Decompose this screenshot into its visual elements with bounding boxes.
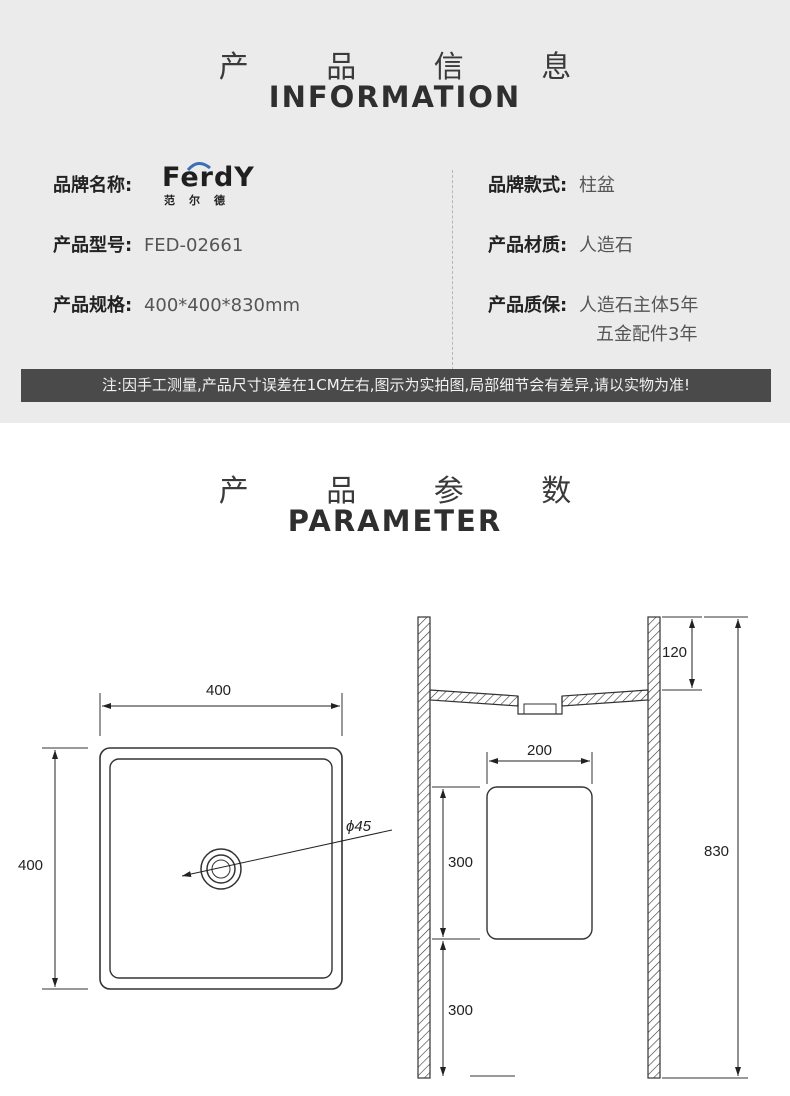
spec-row: 产品规格: 400*400*830mm bbox=[53, 291, 300, 317]
warranty-row-2: 五金配件3年 bbox=[596, 320, 697, 346]
top-view-drawing bbox=[42, 693, 393, 990]
drain-diameter-label: ϕ45 bbox=[346, 818, 372, 835]
warranty-row: 产品质保: 人造石主体5年 bbox=[488, 291, 698, 317]
brand-label: 品牌名称: bbox=[53, 175, 133, 196]
brand-row: 品牌名称: bbox=[53, 171, 132, 197]
parameter-title-cn: 产 品 参 数 bbox=[218, 474, 606, 509]
material-label: 产品材质: bbox=[488, 235, 568, 256]
information-title-cn: 产 品 信 息 bbox=[218, 50, 606, 85]
style-label: 品牌款式: bbox=[488, 175, 568, 196]
model-value: FED-02661 bbox=[143, 235, 244, 256]
style-value: 柱盆 bbox=[578, 175, 615, 196]
logo-arc-icon bbox=[186, 162, 211, 172]
spec-value: 400*400*830mm bbox=[143, 295, 301, 316]
notice-banner: 注:因手工测量,产品尺寸误差在1CM左右,图示为实拍图,局部细节会有差异,请以实… bbox=[21, 369, 771, 402]
material-value: 人造石 bbox=[578, 235, 633, 256]
model-row: 产品型号: FED-02661 bbox=[53, 231, 243, 257]
spec-label: 产品规格: bbox=[53, 295, 133, 316]
parameter-title-en: PARAMETER bbox=[287, 504, 503, 538]
top-width-label: 400 bbox=[206, 682, 232, 699]
logo-chinese: 范尔德 bbox=[164, 194, 239, 207]
divider-line bbox=[452, 170, 453, 370]
ferdy-logo: FerdY 范尔德 bbox=[162, 162, 255, 207]
information-title-en: INFORMATION bbox=[268, 80, 522, 114]
warranty-line1: 人造石主体5年 bbox=[578, 295, 699, 316]
side-view-drawing bbox=[417, 616, 748, 1079]
basin-depth-label: 120 bbox=[662, 644, 688, 661]
opening-height-label: 300 bbox=[448, 854, 474, 871]
style-row: 品牌款式: 柱盆 bbox=[488, 171, 615, 197]
bottom-height-label: 300 bbox=[448, 1002, 474, 1019]
logo-wordmark: FerdY bbox=[162, 162, 255, 193]
warranty-line2: 五金配件3年 bbox=[596, 324, 698, 345]
total-height-label: 830 bbox=[704, 843, 730, 860]
warranty-label: 产品质保: bbox=[488, 295, 568, 316]
top-depth-label: 400 bbox=[18, 857, 44, 874]
model-label: 产品型号: bbox=[53, 235, 133, 256]
opening-width-label: 200 bbox=[527, 742, 553, 759]
information-section: 产 品 信 息 INFORMATION 品牌名称: FerdY 范尔德 产品型号… bbox=[0, 0, 790, 423]
material-row: 产品材质: 人造石 bbox=[488, 231, 633, 257]
